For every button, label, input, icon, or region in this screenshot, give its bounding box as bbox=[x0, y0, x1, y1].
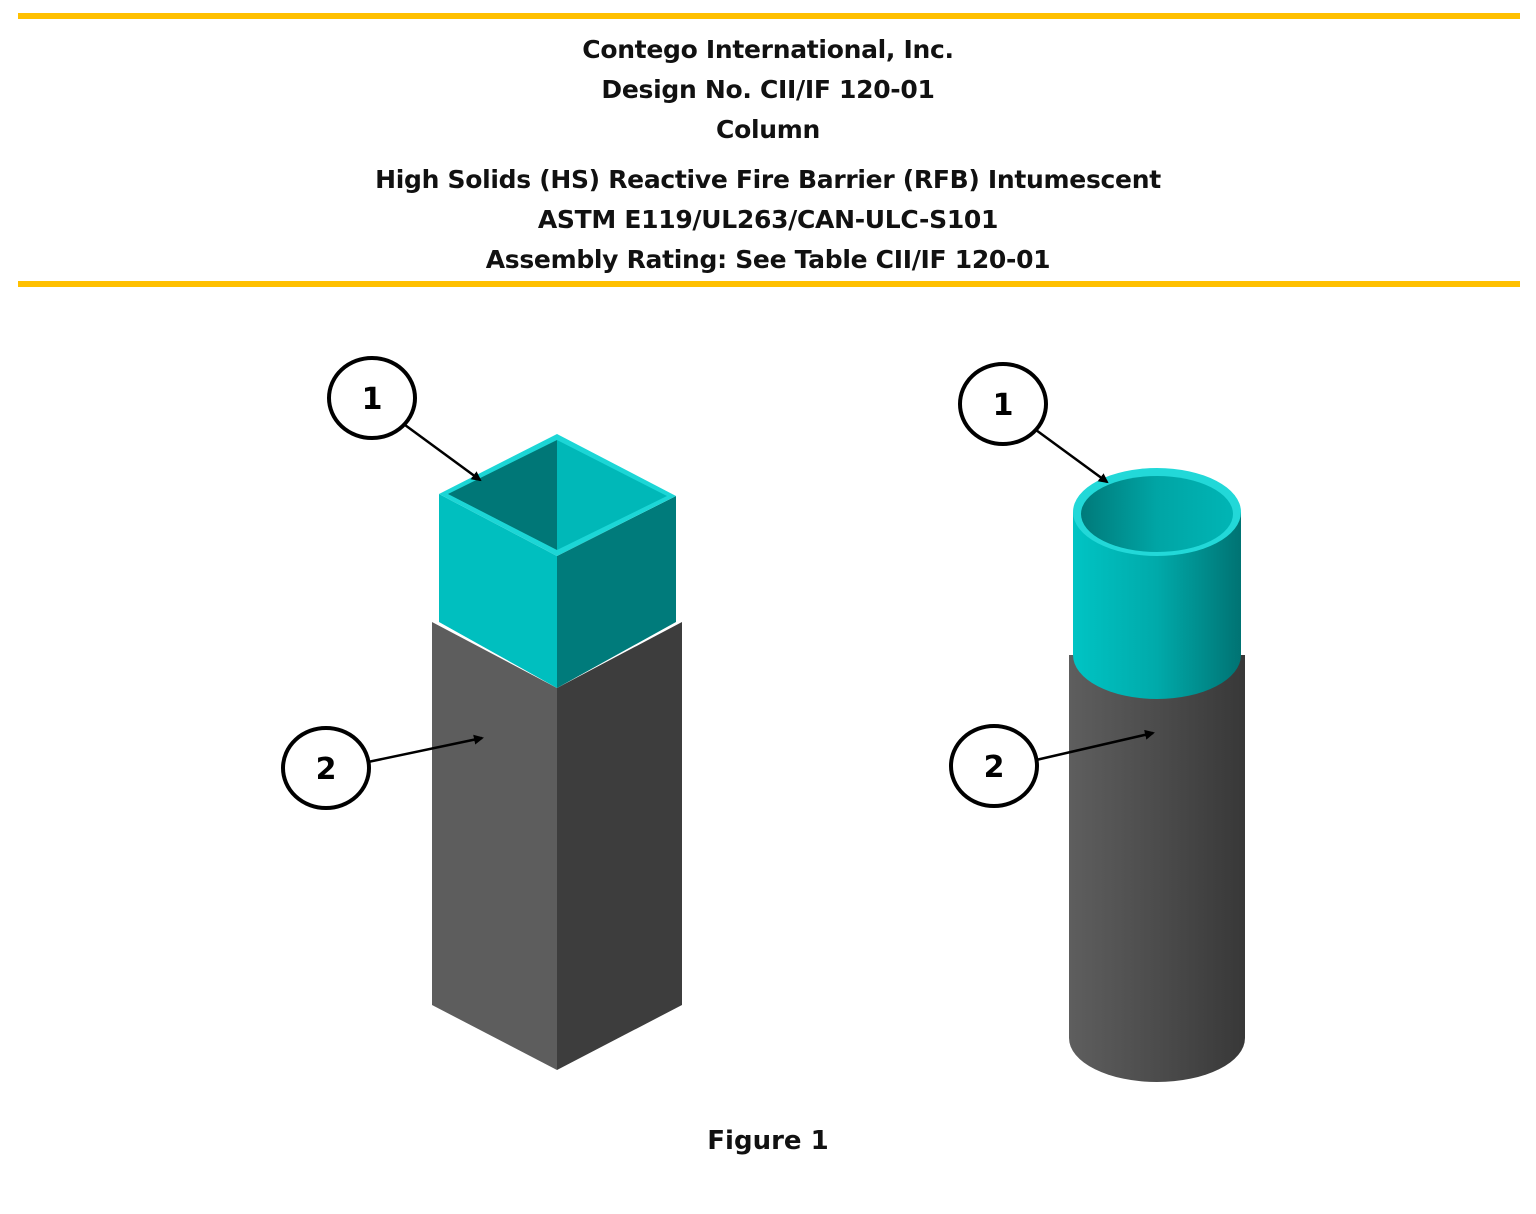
bottom-rule bbox=[18, 281, 1520, 287]
element-type: Column bbox=[716, 115, 820, 144]
round-column bbox=[1069, 468, 1245, 1082]
coating-cylinder bbox=[1073, 512, 1241, 699]
figure-caption: Figure 1 bbox=[707, 1126, 829, 1156]
callout-circle bbox=[949, 724, 1039, 808]
steel-cylinder bbox=[1069, 655, 1245, 1082]
top-rule bbox=[18, 13, 1520, 19]
steel-left-face bbox=[432, 622, 557, 1070]
callout-1-square: 1 bbox=[362, 382, 383, 417]
callouts bbox=[281, 356, 1155, 810]
assembly-rating: Assembly Rating: See Table CII/IF 120-01 bbox=[485, 245, 1051, 274]
coating-inner-right-wall bbox=[557, 440, 667, 550]
callout-1-round: 1 bbox=[993, 388, 1014, 423]
company-name: Contego International, Inc. bbox=[582, 35, 954, 64]
standards: ASTM E119/UL263/CAN-ULC-S101 bbox=[537, 205, 999, 234]
callout-circle bbox=[958, 362, 1048, 446]
callout-circle bbox=[327, 356, 417, 440]
callout-circle bbox=[281, 726, 371, 810]
coating-inner-left-wall bbox=[448, 440, 557, 550]
product-name: High Solids (HS) Reactive Fire Barrier (… bbox=[375, 165, 1161, 194]
steel-right-face bbox=[557, 622, 682, 1070]
coating-left-face bbox=[439, 494, 557, 688]
design-number: Design No. CII/IF 120-01 bbox=[601, 75, 935, 104]
callout-2-round: 2 bbox=[984, 750, 1005, 785]
coating-inner bbox=[1081, 476, 1233, 552]
square-column bbox=[432, 434, 682, 1070]
callout-2-square: 2 bbox=[316, 752, 337, 787]
coating-right-face bbox=[557, 496, 676, 688]
